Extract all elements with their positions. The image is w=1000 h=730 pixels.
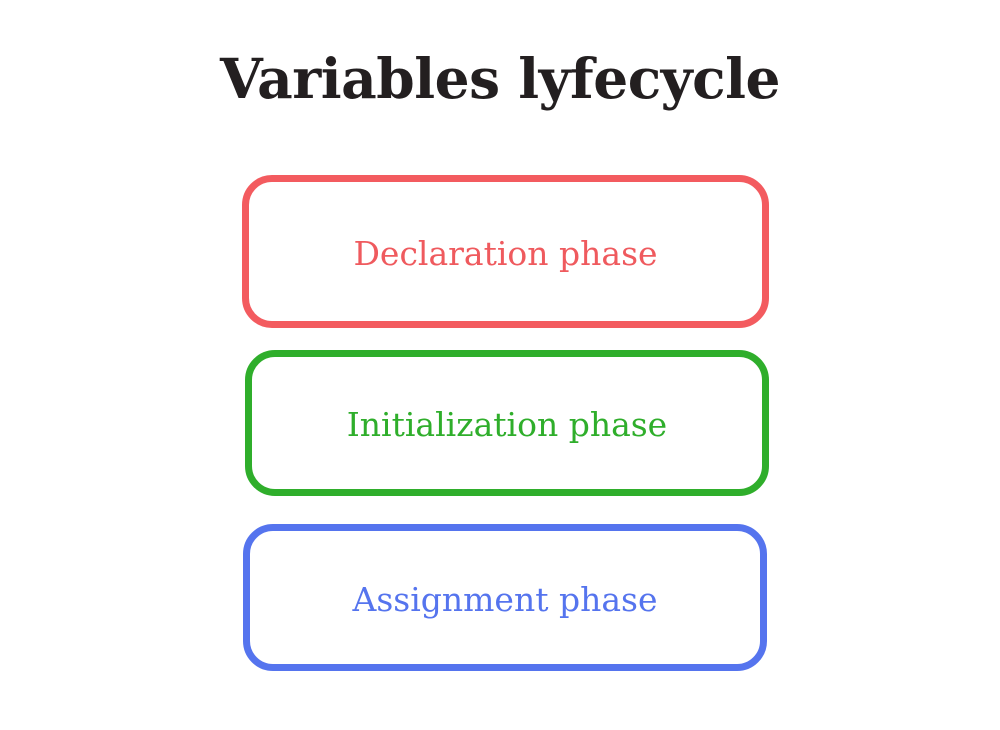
phase-label-initialization: Initialization phase [346, 405, 668, 444]
phase-box-declaration: Declaration phase [242, 175, 769, 328]
phase-label-assignment: Assignment phase [352, 580, 658, 619]
phase-box-initialization: Initialization phase [245, 350, 769, 496]
page-title: Variables lyfecycle [219, 46, 781, 111]
phase-box-assignment: Assignment phase [243, 524, 767, 671]
phase-label-declaration: Declaration phase [353, 234, 658, 273]
